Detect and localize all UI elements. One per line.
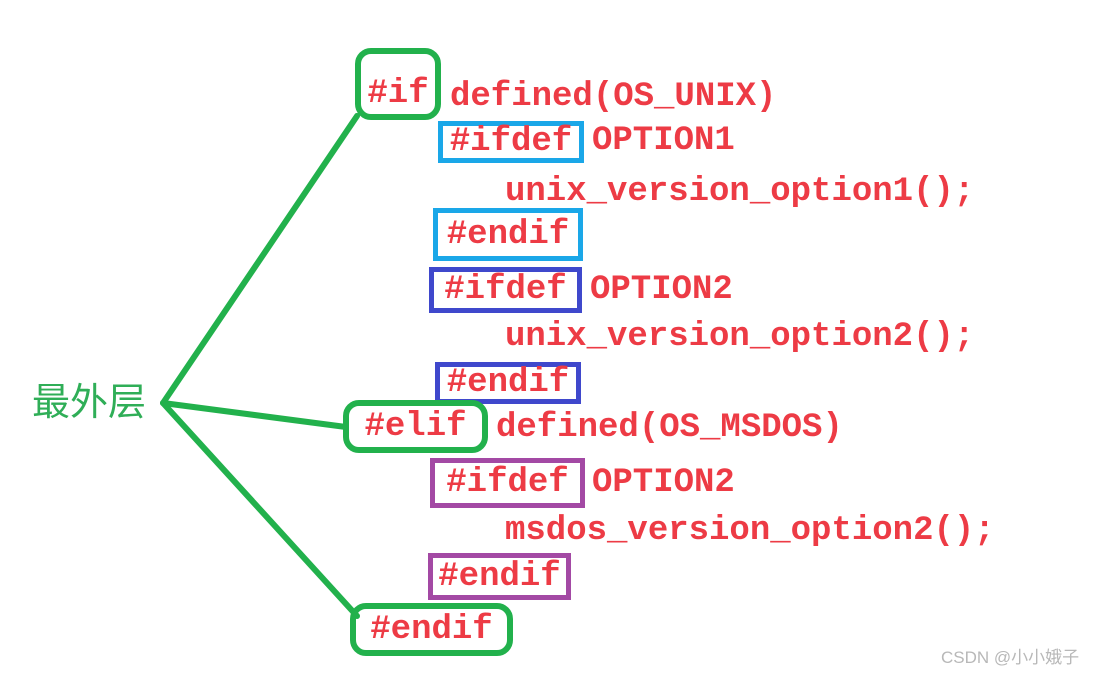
- if-condition-text: defined(OS_UNIX): [450, 78, 777, 116]
- if-directive-box: #if: [355, 48, 441, 120]
- option2-text: OPTION2: [592, 464, 735, 502]
- elif-keyword: #elif: [364, 407, 467, 446]
- connector-line-to-if: [160, 113, 360, 406]
- ifdef-option1-box: #ifdef: [438, 121, 584, 163]
- endif-keyword: #endif: [438, 557, 561, 596]
- ifdef-keyword: #ifdef: [446, 464, 569, 502]
- ifdef-keyword: #ifdef: [449, 123, 573, 161]
- ifdef-option2-msdos-box: #ifdef: [430, 458, 585, 508]
- endif-option2-msdos-box: #endif: [428, 553, 571, 600]
- endif-keyword: #endif: [446, 364, 570, 402]
- endif-outer-box: #endif: [350, 603, 513, 656]
- option1-text: OPTION1: [592, 122, 735, 160]
- statement-msdos-option2: msdos_version_option2();: [505, 512, 995, 550]
- connector-line-to-elif: [160, 400, 349, 430]
- if-keyword: #if: [367, 75, 429, 113]
- endif-keyword: #endif: [446, 215, 570, 254]
- elif-directive-box: #elif: [343, 400, 488, 453]
- endif-option2-unix-box: #endif: [435, 362, 581, 404]
- ifdef-keyword: #ifdef: [444, 271, 567, 309]
- statement-unix-option1: unix_version_option1();: [505, 173, 975, 211]
- option2-text: OPTION2: [590, 271, 733, 309]
- outer-layer-label: 最外层: [32, 382, 147, 424]
- elif-condition-text: defined(OS_MSDOS): [496, 409, 843, 447]
- endif-keyword: #endif: [370, 610, 493, 649]
- statement-unix-option2: unix_version_option2();: [505, 318, 975, 356]
- endif-option1-box: #endif: [433, 208, 583, 261]
- csdn-watermark: CSDN @小小娥子: [941, 648, 1080, 667]
- connector-line-to-endif: [160, 400, 360, 619]
- ifdef-option2-unix-box: #ifdef: [429, 267, 582, 313]
